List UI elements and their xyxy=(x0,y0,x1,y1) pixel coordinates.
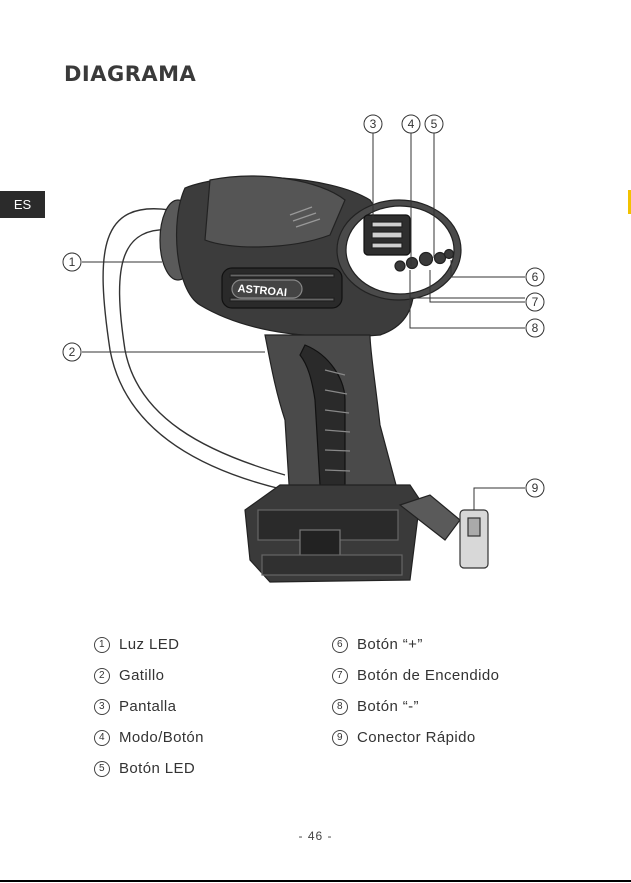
legend-label: Conector Rápido xyxy=(357,729,476,746)
legend-item: 2 Gatillo xyxy=(94,660,204,691)
legend-label: Botón de Encendido xyxy=(357,667,499,684)
legend-label: Modo/Botón xyxy=(119,729,204,746)
legend-item: 4 Modo/Botón xyxy=(94,722,204,753)
legend-number: 1 xyxy=(94,637,110,653)
callout-9: 9 xyxy=(532,481,539,495)
legend-item: 1 Luz LED xyxy=(94,629,204,660)
legend-number: 6 xyxy=(332,637,348,653)
legend-label: Gatillo xyxy=(119,667,164,684)
legend-label: Luz LED xyxy=(119,636,179,653)
callout-6: 6 xyxy=(532,270,539,284)
legend-number: 5 xyxy=(94,761,110,777)
legend-item: 7 Botón de Encendido xyxy=(332,660,499,691)
legend-number: 2 xyxy=(94,668,110,684)
legend-number: 7 xyxy=(332,668,348,684)
callout-4: 4 xyxy=(408,117,415,131)
legend-number: 3 xyxy=(94,699,110,715)
page-title: DIAGRAMA xyxy=(64,62,196,86)
legend-label: Botón “+” xyxy=(357,636,423,653)
bottom-rule xyxy=(0,880,631,882)
callout-8: 8 xyxy=(532,321,539,335)
legend-right: 6 Botón “+” 7 Botón de Encendido 8 Botón “-… xyxy=(332,629,499,753)
legend-label: Botón LED xyxy=(119,760,195,777)
callout-2: 2 xyxy=(69,345,76,359)
callout-1: 1 xyxy=(69,255,76,269)
legend-item: 5 Botón LED xyxy=(94,753,204,784)
callout-3: 3 xyxy=(370,117,377,131)
legend-item: 9 Conector Rápido xyxy=(332,722,499,753)
page-number: - 46 - xyxy=(0,829,631,843)
legend-label: Botón “-” xyxy=(357,698,419,715)
legend-number: 8 xyxy=(332,699,348,715)
legend-label: Pantalla xyxy=(119,698,176,715)
legend-number: 4 xyxy=(94,730,110,746)
legend-item: 3 Pantalla xyxy=(94,691,204,722)
tire-inflator-diagram: ASTROAI 1 2 3 4 5 6 7 8 9 xyxy=(0,100,631,610)
inflator-body xyxy=(160,176,488,582)
legend-item: 8 Botón “-” xyxy=(332,691,499,722)
legend-number: 9 xyxy=(332,730,348,746)
legend-item: 6 Botón “+” xyxy=(332,629,499,660)
callout-5: 5 xyxy=(431,117,438,131)
callout-7: 7 xyxy=(532,295,539,309)
